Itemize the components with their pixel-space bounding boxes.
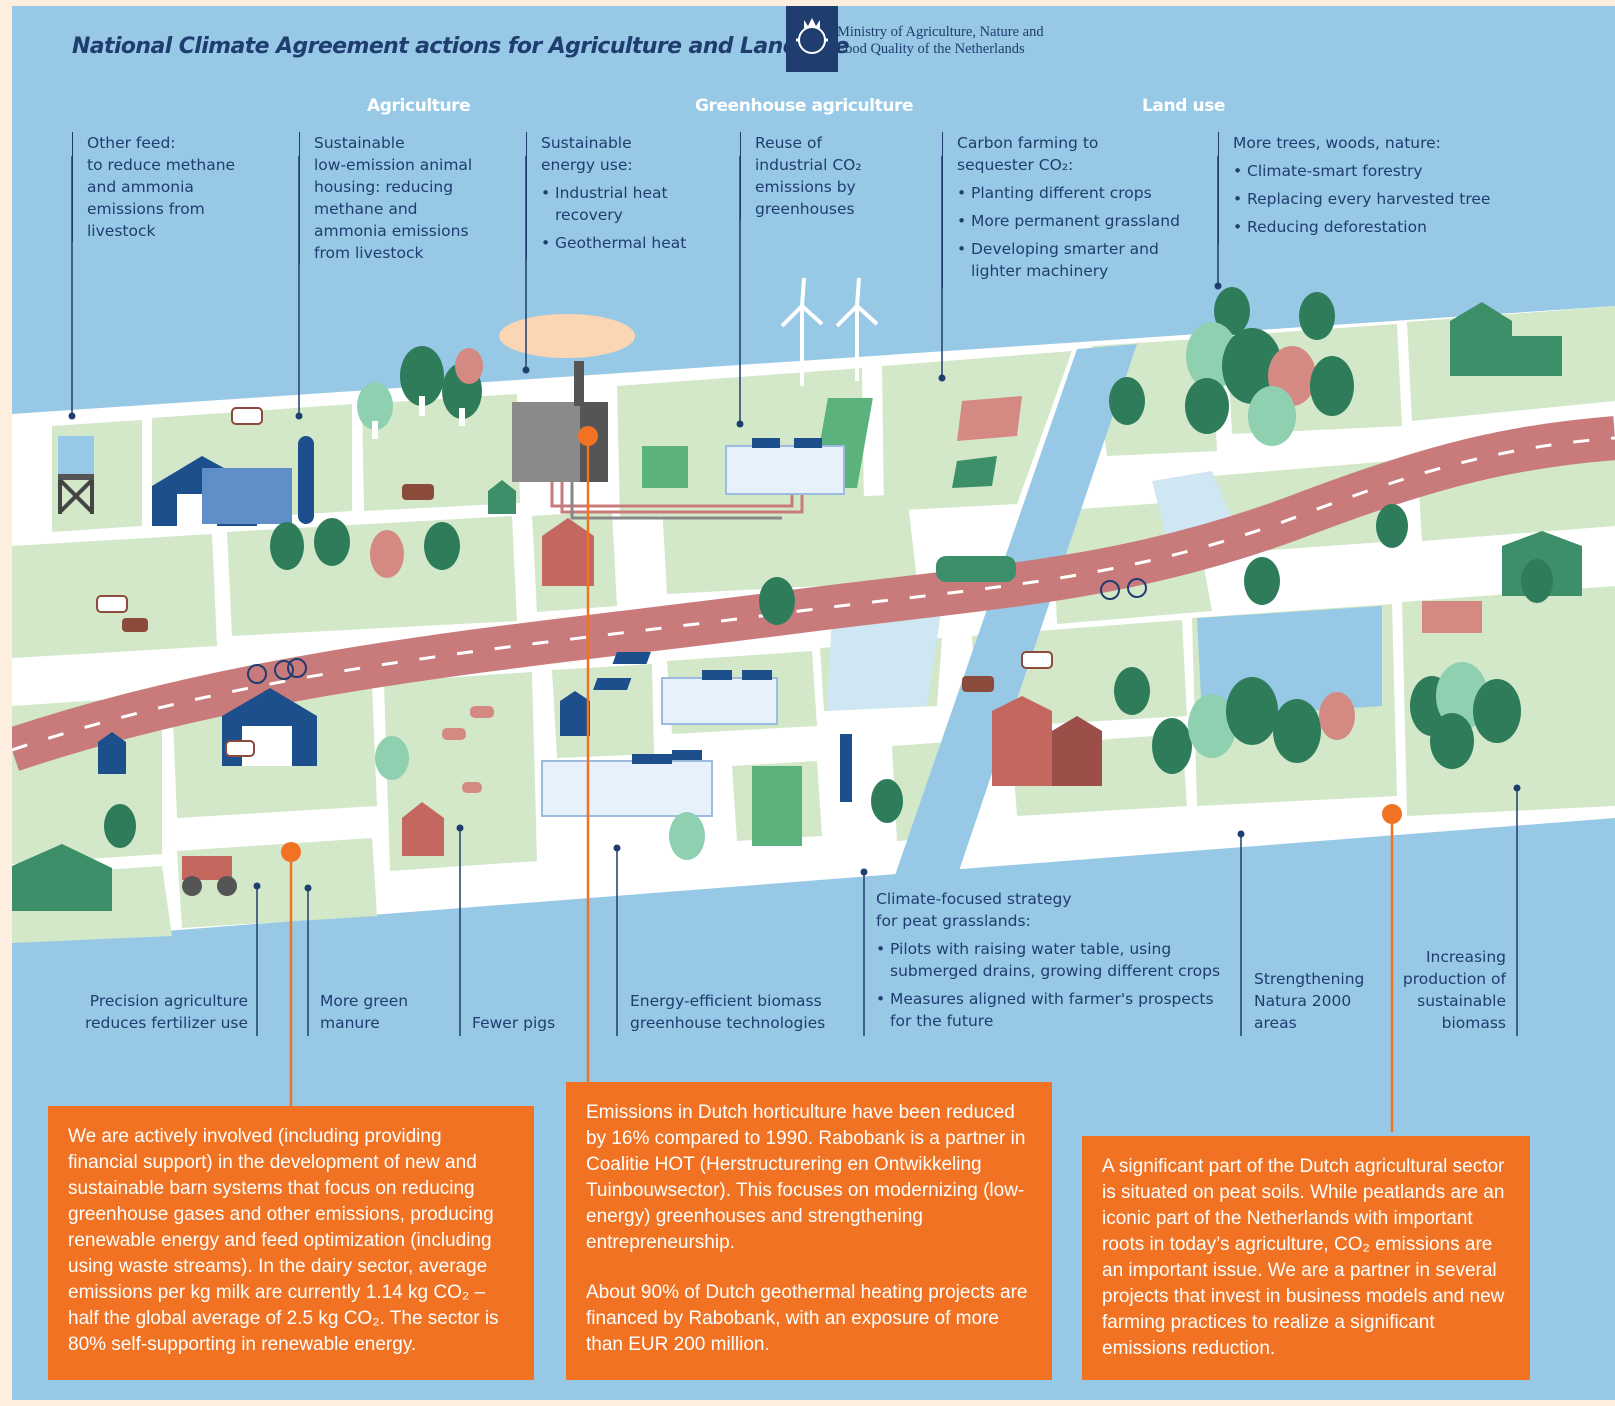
info-box-barn-systems: We are actively involved (including prov… bbox=[48, 1106, 534, 1380]
water-tower bbox=[58, 436, 94, 514]
animals bbox=[96, 407, 1053, 793]
wood-pile bbox=[1422, 601, 1482, 633]
energy-item: Industrial heat recovery bbox=[541, 182, 691, 226]
trees-item: Replacing every harvested tree bbox=[1233, 188, 1503, 210]
trees-item: Reducing deforestation bbox=[1233, 216, 1503, 238]
info-box-peat-soils: A significant part of the Dutch agricult… bbox=[1082, 1136, 1530, 1380]
wind-turbines bbox=[780, 277, 879, 386]
carbon-item: Planting different crops bbox=[957, 182, 1197, 204]
trees bbox=[104, 287, 1553, 860]
label-fewer-pigs: Fewer pigs bbox=[472, 1014, 556, 1032]
greenhouses bbox=[541, 445, 845, 817]
bridge bbox=[936, 556, 1016, 582]
barn-left bbox=[152, 436, 314, 526]
road bbox=[12, 416, 1615, 771]
info-box-text: About 90% of Dutch geothermal heating pr… bbox=[586, 1282, 1028, 1355]
barn-bottom bbox=[12, 844, 112, 911]
cyclists bbox=[247, 578, 1147, 684]
category-landuse: Land use bbox=[1142, 96, 1226, 116]
ministry-name: Ministry of Agriculture, Nature and Food… bbox=[837, 24, 1044, 58]
info-box-text: A significant part of the Dutch agricult… bbox=[1102, 1156, 1505, 1359]
orange-connectors bbox=[289, 440, 1394, 1132]
factory bbox=[499, 314, 804, 520]
field-blue bbox=[827, 606, 942, 711]
ministry-line-2: Food Quality of the Netherlands bbox=[837, 41, 1025, 57]
category-greenhouse: Greenhouse agriculture bbox=[695, 96, 914, 116]
infographic-frame: National Climate Agreement actions for A… bbox=[12, 6, 1615, 1400]
page-title: National Climate Agreement actions for A… bbox=[72, 34, 850, 59]
label-more-trees: More trees, woods, nature: Climate-smart… bbox=[1218, 132, 1503, 244]
landscape-map bbox=[12, 156, 1615, 1132]
peat-item: •Pilots with raising water table, using … bbox=[876, 940, 1221, 980]
carbon-item: Developing smarter and lighter machinery bbox=[957, 238, 1197, 282]
info-box-horticulture: Emissions in Dutch horticulture have bee… bbox=[566, 1082, 1052, 1380]
carbon-item: More permanent grassland bbox=[957, 210, 1197, 232]
trees-item: Climate-smart forestry bbox=[1233, 160, 1503, 182]
info-box-text: Emissions in Dutch horticulture have bee… bbox=[586, 1102, 1026, 1253]
category-agriculture: Agriculture bbox=[367, 96, 471, 116]
ministry-line-1: Ministry of Agriculture, Nature and bbox=[837, 24, 1044, 40]
ministry-crest-icon bbox=[786, 6, 838, 72]
canal bbox=[874, 344, 1137, 936]
info-box-text: We are actively involved (including prov… bbox=[68, 1126, 499, 1355]
peat-item: •Measures aligned with farmer's prospect… bbox=[876, 990, 1214, 1030]
energy-item: Geothermal heat bbox=[541, 232, 691, 254]
tractor bbox=[182, 856, 237, 896]
